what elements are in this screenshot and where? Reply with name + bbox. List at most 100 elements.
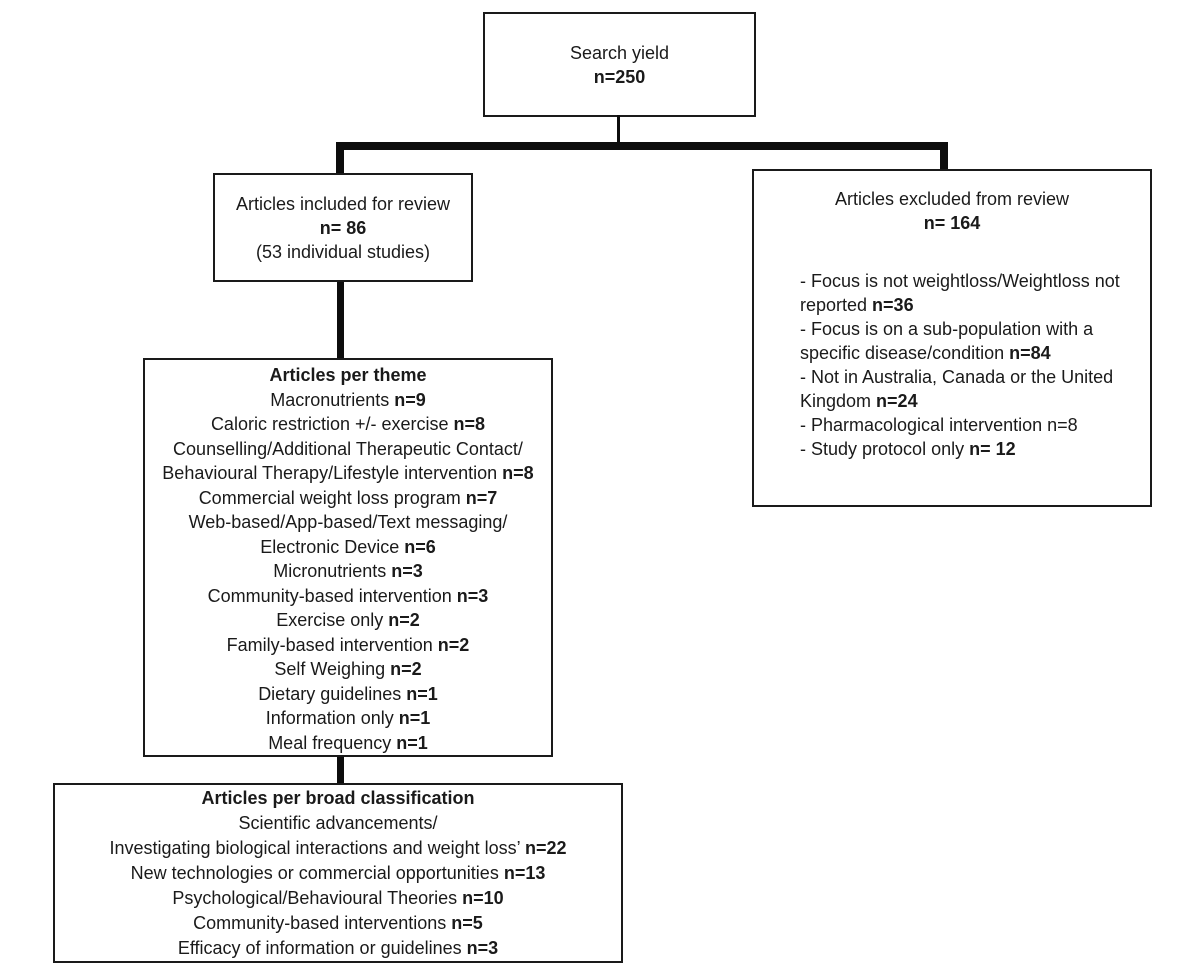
broad-classification-text: Efficacy of information or guidelines [177, 938, 467, 958]
theme-text: Electronic Device [260, 536, 405, 557]
broad-title: Articles per broad classification [201, 788, 475, 808]
excluded-reason-count: n= 12 [969, 439, 1016, 459]
theme-line: Behavioural Therapy/Lifestyle interventi… [145, 461, 551, 486]
theme-count: n=2 [390, 659, 422, 679]
theme-count: n=8 [502, 463, 534, 483]
included-box: Articles included for review n= 86 (53 i… [213, 173, 473, 282]
theme-line: Dietary guidelines n=1 [145, 682, 551, 707]
excluded-reason-line: Kingdom n=24 [800, 389, 1142, 413]
connector-included-to-themes [337, 281, 344, 360]
theme-count: n=1 [396, 732, 428, 753]
theme-line: Self Weighing n=2 [145, 657, 551, 682]
theme-text: Macronutrients [270, 389, 395, 410]
excluded-reason-count: n=24 [876, 391, 918, 411]
theme-count: n=6 [404, 536, 436, 557]
theme-count: n=1 [398, 708, 431, 728]
excluded-reason-count: n=84 [1009, 343, 1051, 363]
excluded-reason-line: reported n=36 [800, 293, 1142, 317]
theme-text: Family-based intervention [226, 634, 438, 655]
theme-text: Meal frequency [268, 732, 397, 753]
theme-count: n=2 [388, 610, 420, 630]
theme-text: Behavioural Therapy/Lifestyle interventi… [162, 463, 503, 483]
theme-line: Family-based intervention n=2 [145, 633, 551, 658]
search-yield-box: Search yield n=250 [483, 12, 756, 117]
broad-classification-line: Efficacy of information or guidelines n=… [55, 936, 621, 961]
theme-line: Caloric restriction +/- exercise n=8 [145, 412, 551, 437]
theme-count: n=7 [465, 487, 498, 508]
connector-branch-left [336, 142, 344, 175]
excluded-title: Articles excluded from review [834, 189, 1070, 209]
broad-classification-text: Investigating biological interactions an… [109, 838, 526, 858]
theme-line: Electronic Device n=6 [145, 535, 551, 560]
theme-line: Community-based intervention n=3 [145, 584, 551, 609]
theme-line: Meal frequency n=1 [145, 731, 551, 756]
theme-count: n=3 [456, 585, 489, 606]
theme-count: n=9 [394, 389, 426, 410]
theme-line: Exercise only n=2 [145, 608, 551, 633]
excluded-reason-count: n=36 [872, 295, 914, 315]
connector-themes-to-broad [337, 755, 344, 785]
broad-classification-line: Community-based interventions n=5 [55, 911, 621, 936]
search-yield-count: n=250 [593, 66, 646, 87]
broad-classification-line: Investigating biological interactions an… [55, 836, 621, 861]
theme-line: Counselling/Additional Therapeutic Conta… [145, 437, 551, 462]
included-subtitle: (53 individual studies) [255, 241, 431, 262]
broad-classification-text: Scientific advancements/ [238, 813, 438, 833]
excluded-reason-list: - Focus is not weightloss/Weightloss not… [754, 269, 1150, 461]
excluded-reason-text: - Study protocol only [800, 439, 970, 459]
theme-count: n=3 [391, 561, 423, 581]
excluded-reason-text: - Not in Australia, Canada or the United [800, 367, 1114, 387]
included-title: Articles included for review [235, 193, 451, 214]
excluded-reason-text: specific disease/condition [800, 343, 1010, 363]
broad-classification-box: Articles per broad classification Scient… [53, 783, 623, 963]
theme-text: Dietary guidelines [258, 683, 407, 704]
broad-classification-count: n=5 [451, 913, 483, 933]
theme-text: Exercise only [276, 610, 389, 630]
excluded-reason-text: reported [800, 295, 873, 315]
broad-classification-count: n=3 [466, 938, 499, 958]
theme-text: Caloric restriction +/- exercise [210, 414, 454, 434]
theme-count: n=8 [453, 414, 486, 434]
excluded-reason-line: - Not in Australia, Canada or the United [800, 365, 1142, 389]
excluded-count: n= 164 [923, 213, 981, 233]
theme-text: Commercial weight loss program [198, 487, 466, 508]
excluded-reason-line: - Focus is not weightloss/Weightloss not [800, 269, 1142, 293]
broad-classification-list: Scientific advancements/Investigating bi… [55, 811, 621, 961]
connector-search-yield-stub [617, 115, 620, 145]
excluded-box: Articles excluded from review n= 164 - F… [752, 169, 1152, 507]
search-yield-title: Search yield [569, 42, 670, 63]
broad-classification-line: New technologies or commercial opportuni… [55, 861, 621, 886]
broad-classification-count: n=10 [462, 888, 504, 908]
excluded-reason-text: - Focus is on a sub-population with a [800, 319, 1094, 339]
theme-text: Information only [265, 708, 399, 728]
theme-count: n=1 [406, 683, 438, 704]
connector-branch-bar [336, 142, 948, 150]
broad-classification-text: Community-based interventions [193, 913, 452, 933]
theme-line: Information only n=1 [145, 706, 551, 731]
included-count: n= 86 [319, 217, 367, 238]
theme-text: Self Weighing [274, 659, 391, 679]
excluded-reason-text: Kingdom [800, 391, 877, 411]
theme-text: Web-based/App-based/Text messaging/ [188, 512, 508, 532]
theme-text: Community-based intervention [207, 585, 457, 606]
broad-classification-text: Psychological/Behavioural Theories [172, 888, 463, 908]
broad-classification-text: New technologies or commercial opportuni… [130, 863, 504, 883]
excluded-reason-text: - Pharmacological intervention n=8 [800, 415, 1078, 435]
theme-count: n=2 [437, 634, 470, 655]
excluded-reason-line: specific disease/condition n=84 [800, 341, 1142, 365]
excluded-reason-text: - Focus is not weightloss/Weightloss not [800, 271, 1120, 291]
broad-classification-line: Psychological/Behavioural Theories n=10 [55, 886, 621, 911]
excluded-reason-line: - Focus is on a sub-population with a [800, 317, 1142, 341]
theme-line: Web-based/App-based/Text messaging/ [145, 510, 551, 535]
themes-title: Articles per theme [269, 365, 427, 385]
excluded-reason-line: - Study protocol only n= 12 [800, 437, 1142, 461]
broad-classification-count: n=13 [503, 863, 546, 883]
theme-text: Micronutrients [273, 561, 392, 581]
broad-classification-count: n=22 [525, 838, 567, 858]
theme-line: Micronutrients n=3 [145, 559, 551, 584]
theme-line: Macronutrients n=9 [145, 388, 551, 413]
connector-branch-right [940, 142, 948, 171]
